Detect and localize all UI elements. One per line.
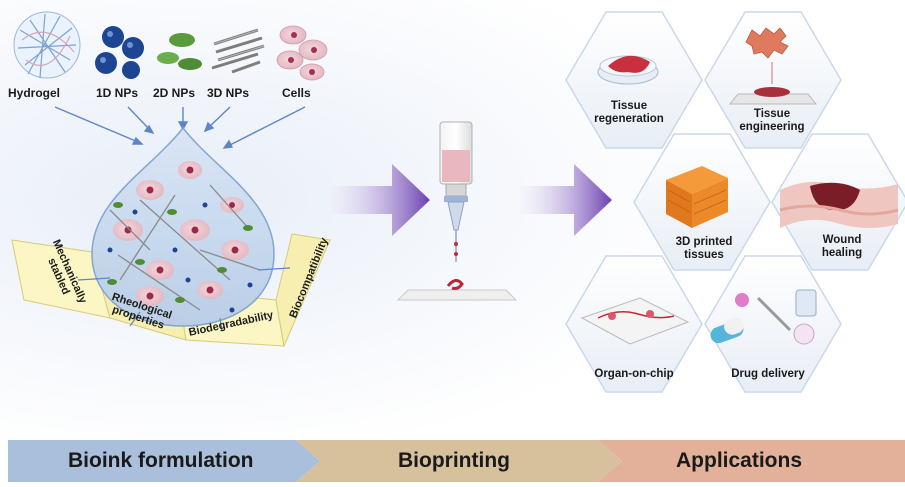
input-arrows [54,106,306,149]
three-d-np-label: 3D NPs [207,86,250,100]
hex-tissue-engineering [704,11,842,149]
two-d-nanoparticles-icon [157,33,202,70]
stage-formulation-label: Bioink formulation [68,449,254,472]
printed-tissues-label: 3D printed tissues [675,236,733,261]
hex-wound-healing [771,133,905,271]
wound-healing-label: Wound healing [821,234,863,259]
three-d-nanoparticles-icon [211,28,265,74]
stage-bioprinting-label: Bioprinting [398,449,510,472]
hydrogel-label: Hydrogel [8,86,61,100]
one-d-np-label: 1D NPs [96,86,139,100]
cells-icon [276,25,328,81]
panel-biocompatibility [275,233,331,348]
hex-organ-on-chip [565,255,703,393]
banner-formulation [8,440,320,482]
process-arrow-bioprinting-to-applications [520,164,612,236]
two-d-np-label: 2D NPs [153,86,196,100]
cells-label: Cells [282,86,311,100]
tissue-regeneration-label: Tissue regeneration [594,100,664,125]
organ-on-chip-label: Organ-on-chip [594,368,674,380]
stage-banner [8,440,905,482]
bioink-drop [91,126,275,327]
drop-to-panel-arrows [77,267,291,331]
stage-applications-label: Applications [676,449,803,472]
drug-delivery-label: Drug delivery [731,368,805,380]
banner-applications [598,440,905,482]
bioprinter-syringe-icon [396,121,518,301]
banner-bioprinting [296,440,622,482]
process-arrow-formulation-to-bioprinting [330,164,430,236]
hex-tissue-regeneration [565,11,703,149]
hex-3d-printed-tissues [633,133,771,271]
tissue-engineering-label: Tissue engineering [739,108,805,133]
hydrogel-icon [13,11,81,79]
hex-drug-delivery [704,255,842,393]
one-d-nanoparticles-icon [95,26,144,79]
